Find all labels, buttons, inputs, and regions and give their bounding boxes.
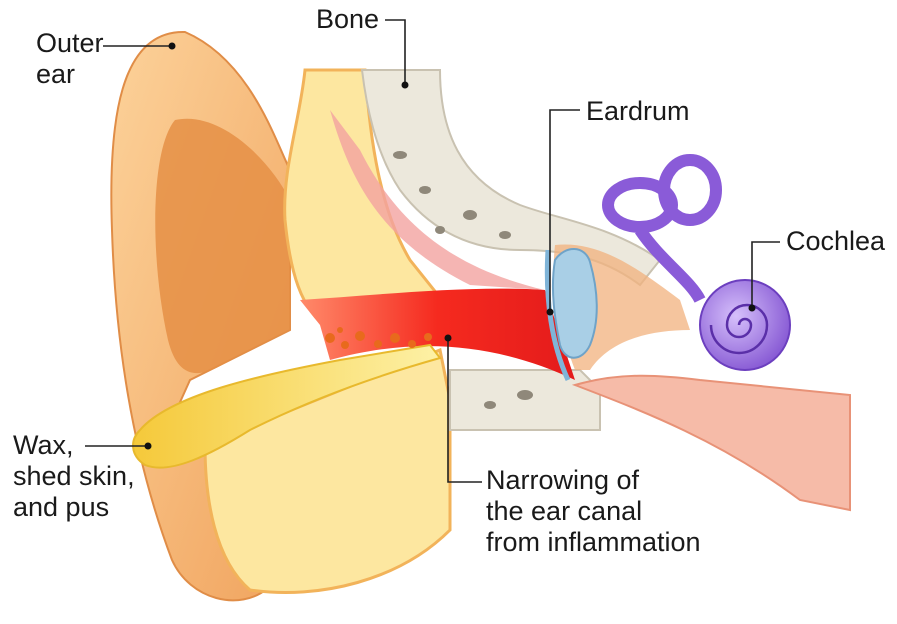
bone-pores [393,151,533,409]
canal-skin-upper [330,110,545,290]
label-outer-ear-line1: Outer [36,28,104,58]
eardrum-membrane [544,249,571,382]
label-wax-line2: shed skin, [13,461,135,491]
cochlea-spiral [709,303,769,355]
cochlea-shape [699,279,791,371]
label-wax-line3: and pus [13,492,110,522]
label-eardrum: Eardrum [586,96,690,126]
label-cochlea: Cochlea [786,226,886,256]
label-narrowing-line2: the ear canal [486,496,643,526]
label-bone: Bone [316,4,380,34]
label-wax-line1: Wax, [13,430,74,460]
label-wax: Wax, shed skin, and pus [13,430,135,523]
label-narrowing-line1: Narrowing of [486,465,640,495]
outer-ear-concha [155,118,290,374]
label-narrowing-line3: from inflammation [486,527,701,557]
ear-wax [132,343,442,469]
leader-lines [85,19,780,483]
inflamed-ear-canal [300,288,575,380]
canal-skin-lower [571,374,851,512]
ossicles [551,248,598,359]
debris-dots [325,327,432,349]
fat-tissue-lower [203,347,452,594]
label-outer-ear-line2: ear [36,59,76,89]
semicircular-canals [602,154,722,304]
label-narrowing: Narrowing of the ear canal from inflamma… [486,465,701,558]
leader-dots [144,42,756,450]
label-outer-ear: Outer ear [36,28,104,90]
